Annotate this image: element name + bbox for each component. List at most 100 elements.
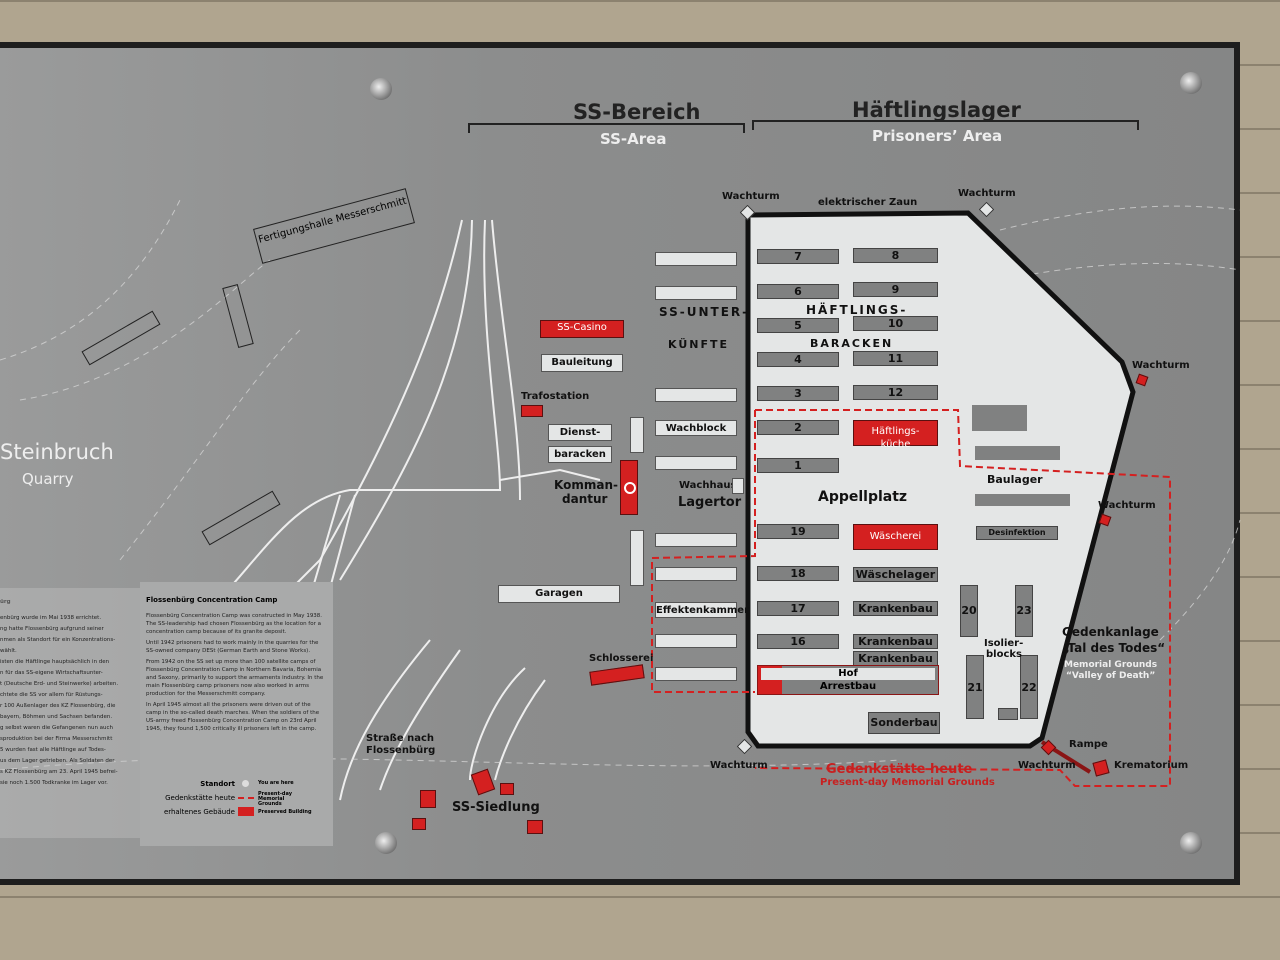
wachturm-label: Wachturm xyxy=(1098,500,1156,511)
bauleitung: Bauleitung xyxy=(541,354,623,372)
ss-barrack xyxy=(655,533,737,547)
info-text-de: nmen als Standort für ein Konzentrations… xyxy=(0,637,116,643)
barrack: 1 xyxy=(757,458,839,473)
hof: Hof xyxy=(761,668,935,680)
barrack: 6 xyxy=(757,284,839,299)
krematorium-label: Krematorium xyxy=(1114,760,1189,771)
road-label: Straße nach xyxy=(366,733,435,744)
info-text-de: g selbst waren die Gefangenen nun auch xyxy=(0,725,114,731)
info-title-de: ürg xyxy=(0,599,11,605)
barrack: 16 xyxy=(757,634,839,649)
info-text-de: t (Deutsche Erd- und Steinwerke) arbeite… xyxy=(0,681,119,687)
wachturm-label: Wachturm xyxy=(722,191,780,202)
rampe-label: Rampe xyxy=(1069,739,1108,750)
trafostation-label: Trafostation xyxy=(521,391,590,402)
siedlung-house xyxy=(500,783,514,795)
wachhaus xyxy=(732,478,744,494)
quarry-label: Steinbruch xyxy=(0,440,114,464)
info-panel-de: ürg enbürg wurde im Mai 1938 errichtet. … xyxy=(0,588,140,838)
barrack: 19 xyxy=(757,524,839,539)
tal-sublabel: “Valley of Death” xyxy=(1066,671,1156,681)
baulager-label: Baulager xyxy=(987,473,1043,486)
barrack: 8 xyxy=(853,248,938,263)
tal-label: „Tal des Todes“ xyxy=(1062,641,1166,655)
info-text-de: r 100 Außenlager des KZ Flossenbürg, die xyxy=(0,703,116,709)
siedlung-house xyxy=(527,820,543,834)
info-text-en: Flossenbürg Concentration Camp was const… xyxy=(146,613,323,635)
info-title-en: Flossenbürg Concentration Camp xyxy=(146,596,278,604)
barrack: 20 xyxy=(960,585,978,637)
wachturm-label: Wachturm xyxy=(1018,760,1076,771)
memorial-line-icon xyxy=(238,797,254,799)
waescherei: Wäscherei xyxy=(853,524,938,550)
legend-gedenk-en: Present-day Memorial Grounds xyxy=(258,791,292,807)
standort-icon xyxy=(242,780,249,787)
krankenbau: Krankenbau xyxy=(853,651,938,666)
trafostation xyxy=(521,405,543,417)
legend-gebaeude-en: Preserved Building xyxy=(258,809,312,815)
barrack: 3 xyxy=(757,386,839,401)
screw xyxy=(370,78,392,100)
info-text-de: ng hatte Flossenbürg aufgrund seiner xyxy=(0,626,104,632)
info-text-de: isten die Häftlinge hauptsächlich in den xyxy=(0,659,110,665)
barracks-label: HÄFTLINGS- xyxy=(806,303,908,317)
garagen: Garagen xyxy=(498,585,620,603)
krankenbau: Krankenbau xyxy=(853,601,938,616)
info-text-de: sproduktion bei der Firma Messerschmitt xyxy=(0,736,113,742)
info-text-de: 5 wurden fast alle Häftlinge auf Todes- xyxy=(0,747,106,753)
krankenbau: Krankenbau xyxy=(853,634,938,649)
barrack: 4 xyxy=(757,352,839,367)
dienstbaracken: baracken xyxy=(548,446,612,463)
info-text-de: chtete die SS vor allem für Rüstungs- xyxy=(0,692,103,698)
wachhaus-label: Wachhaus xyxy=(679,480,737,491)
prisoners-area-subheading: Prisoners’ Area xyxy=(872,127,1003,145)
haeftlingskueche: Häftlings-küche xyxy=(853,420,938,450)
arrestbau-label: Arrestbau xyxy=(819,681,877,692)
ss-barrack xyxy=(655,286,737,300)
legend-standort-en: You are here xyxy=(258,780,294,786)
barrack: 23 xyxy=(1015,585,1033,637)
siedlung-house xyxy=(420,790,436,808)
kommandantur xyxy=(620,460,638,515)
barrack: 11 xyxy=(853,351,938,366)
screw xyxy=(1180,832,1202,854)
wachturm-label: Wachturm xyxy=(1132,360,1190,371)
info-panel-en: Flossenbürg Concentration Camp Flossenbü… xyxy=(140,582,333,846)
building xyxy=(972,405,1027,431)
kommandantur-label: Komman- xyxy=(554,478,618,492)
waeschelager: Wäschelager xyxy=(853,567,938,582)
ss-building xyxy=(630,417,644,453)
barrack: 5 xyxy=(757,318,839,333)
ss-siedlung-label: SS-Siedlung xyxy=(452,800,540,815)
legend-gebaeude: erhaltenes Gebäude xyxy=(163,808,235,816)
ss-area-bracket xyxy=(468,123,745,133)
wachturm-label: Wachturm xyxy=(958,188,1016,199)
info-text-de: n für das SS-eigene Wirtschaftsunter- xyxy=(0,670,103,676)
wachturm-label: Wachturm xyxy=(710,760,768,771)
ss-barrack xyxy=(655,634,737,648)
dienstbaracken: Dienst- xyxy=(548,424,612,441)
standort-marker-icon xyxy=(624,482,636,494)
building xyxy=(998,708,1018,720)
memorial-label: Gedenkstätte heute xyxy=(826,762,973,777)
barrack: 9 xyxy=(853,282,938,297)
info-text-de: enbürg wurde im Mai 1938 errichtet. xyxy=(0,615,102,621)
screw xyxy=(375,832,397,854)
barrack: 22 xyxy=(1020,655,1038,719)
info-text-de: s KZ Flossenbürg am 23. April 1945 befre… xyxy=(0,769,118,775)
desinfektion: Desinfektion xyxy=(976,526,1058,540)
prisoners-area-bracket xyxy=(752,120,1139,130)
barrack: 2 xyxy=(757,420,839,435)
memorial-sublabel: Present-day Memorial Grounds xyxy=(820,777,995,788)
preserved-building-icon xyxy=(238,807,254,816)
legend-gedenk: Gedenkstätte heute xyxy=(165,794,235,802)
tal-sublabel: Memorial Grounds xyxy=(1064,660,1158,670)
ss-barrack xyxy=(655,252,737,266)
ss-barrack xyxy=(655,667,737,681)
info-text-de: sie noch 1.500 Todkranke im Lager vor. xyxy=(0,780,108,786)
info-text-en: Until 1942 prisoners had to work mainly … xyxy=(146,640,319,654)
barrack: 7 xyxy=(757,249,839,264)
legend-standort: Standort xyxy=(200,780,235,788)
info-text-de: bayern, Böhmen und Sachsen befanden. xyxy=(0,714,113,720)
ss-barrack xyxy=(655,388,737,402)
